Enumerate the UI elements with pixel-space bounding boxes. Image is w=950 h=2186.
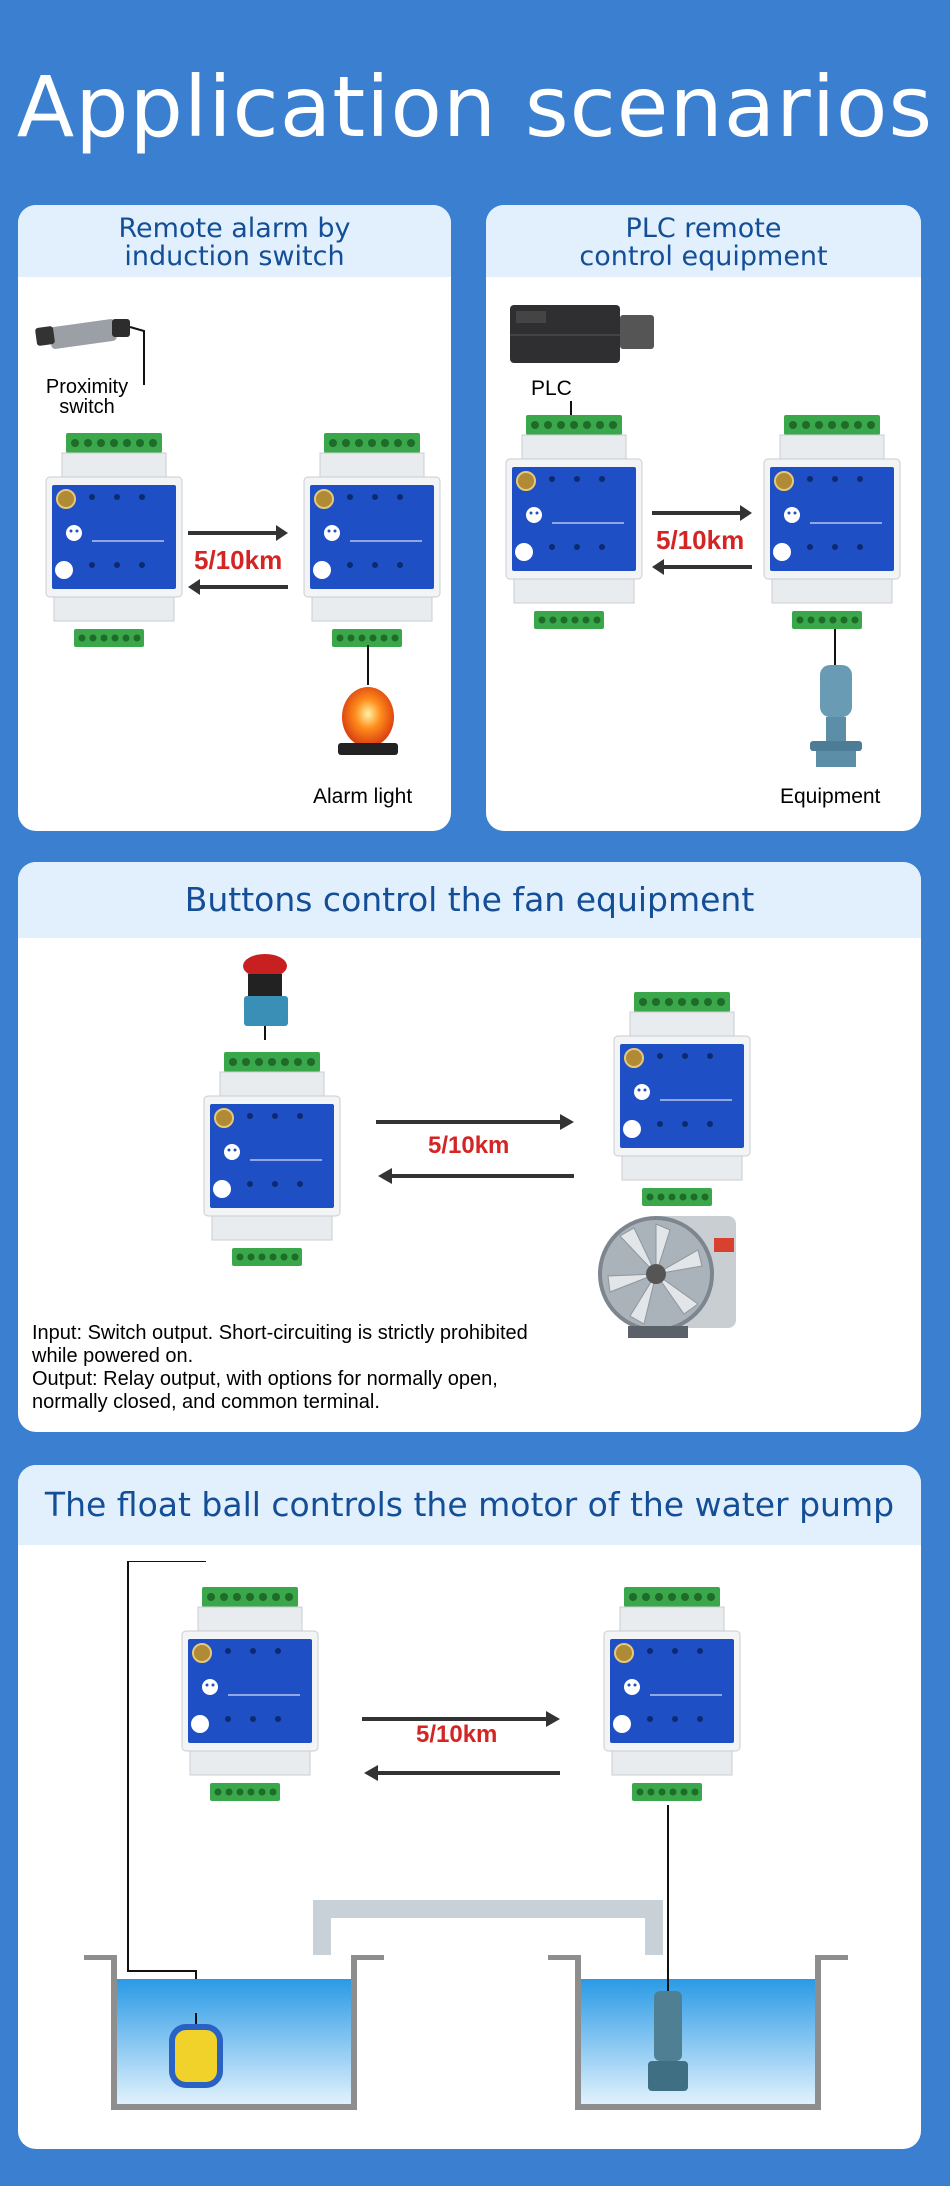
- wire: [834, 629, 836, 669]
- transceiver-left: [203, 1052, 341, 1267]
- transceiver-left: [45, 433, 183, 648]
- transceiver-left: [181, 1587, 319, 1802]
- card-title: Buttons control the fan equipment: [18, 862, 921, 938]
- water-pump-motor-icon: [648, 1805, 688, 2091]
- card-title-line1: PLC remote: [625, 213, 782, 244]
- card-title: The float ball controls the motor of the…: [18, 1465, 921, 1545]
- card-header: Remote alarm by induction switch: [18, 205, 451, 277]
- page-title: Application scenarios: [16, 58, 934, 156]
- proximity-switch-icon: [35, 319, 145, 385]
- distance-label: 5/10km: [194, 545, 283, 575]
- card-water-pump: The float ball controls the motor of the…: [18, 1465, 921, 2149]
- card-remote-alarm: Remote alarm by induction switch Proximi…: [18, 205, 451, 831]
- transceiver-right: [603, 1587, 741, 1802]
- signal-arrows: [362, 1711, 560, 1781]
- note-line4: normally closed, and common terminal.: [32, 1391, 380, 1413]
- signal-arrows: [376, 1114, 574, 1184]
- distance-label: 5/10km: [656, 525, 745, 555]
- water-tank-right: [548, 1955, 848, 2110]
- card-title-line2: induction switch: [124, 241, 345, 272]
- proximity-switch-label: Proximity switch: [32, 377, 142, 417]
- water-tank-left: [84, 1955, 384, 2110]
- sensor-line1: Proximity: [45, 376, 129, 398]
- distance-label: 5/10km: [428, 1132, 510, 1159]
- card-plc-control: PLC remote control equipment PLC 5/10km …: [486, 205, 921, 831]
- note-line1: Input: Switch output. Short-circuiting i…: [32, 1322, 528, 1344]
- pump-equipment-icon: [810, 665, 862, 767]
- card-title-line2: control equipment: [579, 241, 828, 272]
- axial-fan-icon: [598, 1216, 736, 1338]
- float-ball-icon: [169, 2013, 223, 2088]
- equipment-label: Equipment: [780, 785, 881, 808]
- transceiver-right: [763, 415, 901, 630]
- transceiver-right: [303, 433, 441, 648]
- card-title-line1: Remote alarm by: [118, 213, 351, 244]
- distance-label: 5/10km: [416, 1721, 498, 1748]
- push-button-icon: [243, 954, 288, 1040]
- transceiver-right: [613, 992, 751, 1207]
- plc-label: PLC: [531, 377, 572, 400]
- card-header: PLC remote control equipment: [486, 205, 921, 277]
- water-pipe: [313, 1900, 663, 1955]
- plc-icon: [510, 305, 654, 363]
- note-line3: Output: Relay output, with options for n…: [32, 1368, 498, 1390]
- note-line2: while powered on.: [32, 1345, 194, 1367]
- sensor-line2: switch: [59, 396, 115, 418]
- alarm-light-label: Alarm light: [313, 785, 413, 808]
- fan-note: Input: Switch output. Short-circuiting i…: [32, 1322, 632, 1414]
- alarm-light-icon: [338, 687, 398, 755]
- wire: [367, 645, 369, 685]
- transceiver-left: [505, 415, 643, 630]
- card-fan-control: Buttons control the fan equipment 5/10km…: [18, 862, 921, 1432]
